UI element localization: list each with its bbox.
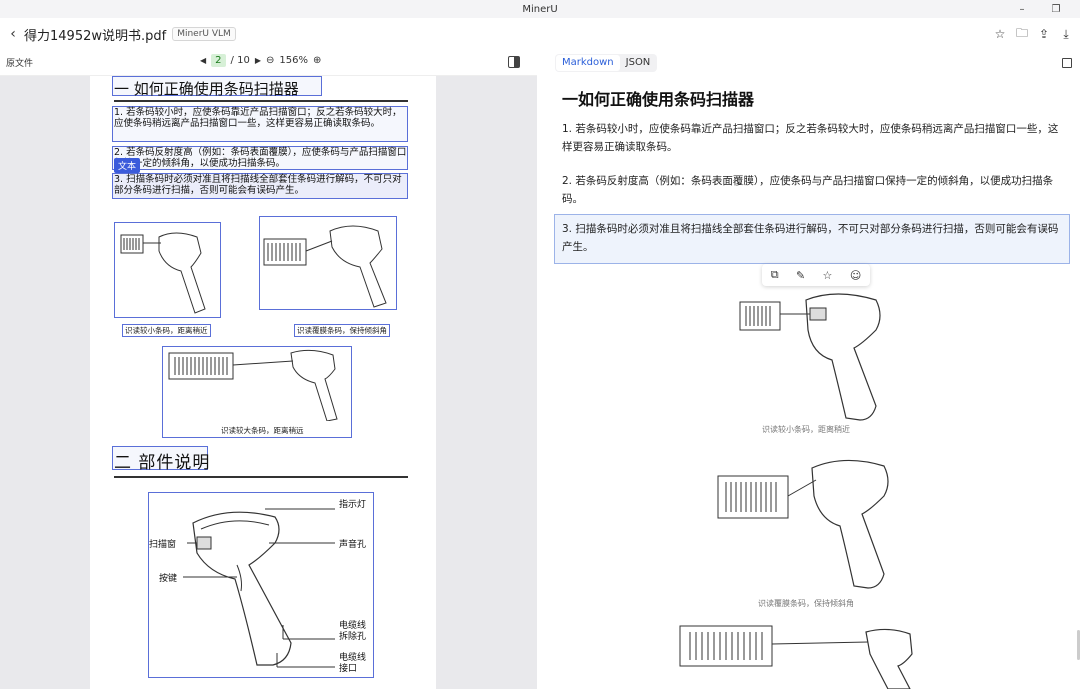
- restore-button[interactable]: ❐: [1051, 3, 1061, 15]
- split-view-icon[interactable]: [508, 56, 520, 68]
- caption-1: 识读较小条码，距离稍近: [122, 324, 211, 337]
- block-toolbar: ⧉ ✎ ☆ ☺: [762, 264, 870, 286]
- share-icon[interactable]: ⇪: [1038, 27, 1050, 41]
- part-cable-hole-label: 电缆线 拆除孔: [339, 621, 367, 642]
- part-key-label: 按键: [159, 574, 178, 584]
- pdf-viewer[interactable]: 一 如何正确使用条码扫描器 1. 若条码较小时，应使条码靠近产品扫描窗口；反之若…: [0, 76, 537, 689]
- pdf-para-2: 2. 若条码反射度高（例如：条码表面覆膜），应使条码与产品扫描窗口保持一定的倾斜…: [114, 147, 407, 169]
- heading-bbox[interactable]: [112, 76, 322, 96]
- md-scanner-image-2: [717, 459, 889, 589]
- scanner-illustration: [263, 225, 387, 308]
- part-sound-label: 声音孔: [339, 540, 367, 550]
- caption-3: 识读较大条码，距离稍远: [221, 426, 304, 435]
- folder-icon[interactable]: 🗀: [1015, 25, 1028, 40]
- total-pages: / 10: [230, 55, 250, 66]
- md-caption-2: 识读覆膜条码，保持倾斜角: [758, 599, 854, 608]
- heading2-rule: [114, 476, 408, 478]
- part-indicator-label: 指示灯: [339, 500, 367, 510]
- current-page-input[interactable]: 2: [211, 54, 226, 67]
- header-actions: ☆ 🗀 ⇪ ⤓: [992, 18, 1074, 50]
- pdf-para-1: 1. 若条码较小时，应使条码靠近产品扫描窗口；反之若条码较大时，应使条码稍远离产…: [114, 107, 402, 129]
- scanner-image-3[interactable]: 识读较大条码，距离稍远: [162, 346, 352, 438]
- zoom-out-icon[interactable]: ⊖: [265, 55, 275, 66]
- parts-diagram[interactable]: 指示灯 扫描窗 声音孔 按键 电缆线 拆除孔 电缆线 接口: [148, 492, 374, 678]
- pdf-para-3: 3. 扫描条码时必须对准且将扫描线全部套住条码进行解码，不可只对部分条码进行扫描…: [114, 174, 402, 196]
- heading2-bbox[interactable]: [112, 446, 208, 470]
- tab-json[interactable]: JSON: [625, 57, 651, 68]
- window-titlebar: MinerU – ❐: [0, 0, 1080, 18]
- md-heading: 一如何正确使用条码扫描器: [562, 90, 755, 109]
- text-type-tag: 文本: [114, 158, 141, 173]
- markdown-pane[interactable]: Markdown JSON 一如何正确使用条码扫描器 1. 若条码较小时，应使条…: [540, 50, 1080, 689]
- scanner-illustration: [120, 232, 206, 314]
- scanner-parts-illustration: [183, 508, 335, 668]
- edit-icon[interactable]: ✎: [795, 268, 806, 282]
- favorite-icon[interactable]: ☆: [822, 268, 833, 282]
- para2-bbox[interactable]: [112, 146, 408, 170]
- tab-markdown[interactable]: Markdown: [556, 55, 620, 71]
- heading-rule: [114, 100, 408, 102]
- md-para-3: 3. 扫描条码时必须对准且将扫描线全部套住条码进行解码，不可只对部分条码进行扫描…: [562, 223, 1059, 253]
- prev-page-icon[interactable]: ◀: [200, 56, 207, 65]
- part-cable-port-label: 电缆线 接口: [339, 653, 367, 674]
- md-caption-1: 识读较小条码，距离稍近: [762, 425, 850, 434]
- md-para-2: 2. 若条码反射度高（例如：条码表面覆膜），应使条码与产品扫描窗口保持一定的倾斜…: [562, 175, 1054, 205]
- caption-2: 识读覆膜条码，保持倾斜角: [294, 324, 390, 337]
- pdf-heading-2: 二 部件说明: [114, 453, 211, 473]
- pdf-toolbar: 原文件 ◀ 2 / 10 ▶ ⊖ 156% ⊕: [0, 50, 537, 76]
- md-scrollbar[interactable]: [1077, 630, 1080, 660]
- part-window-label: 扫描窗: [149, 540, 177, 550]
- scanner-image-2[interactable]: [259, 216, 397, 310]
- zoom-level: 156%: [279, 55, 308, 66]
- emoji-icon[interactable]: ☺: [849, 268, 862, 282]
- para3-bbox[interactable]: [112, 173, 408, 199]
- file-name: 得力14952w说明书.pdf: [24, 28, 167, 44]
- back-button[interactable]: ‹: [10, 26, 16, 42]
- pdf-page: 一 如何正确使用条码扫描器 1. 若条码较小时，应使条码靠近产品扫描窗口；反之若…: [90, 76, 436, 689]
- scanner-illustration: [168, 349, 338, 422]
- minimize-button[interactable]: –: [1019, 3, 1025, 15]
- zoom-in-icon[interactable]: ⊕: [312, 55, 322, 66]
- model-badge: MinerU VLM: [172, 27, 236, 41]
- md-scanner-image-3: [679, 625, 913, 689]
- md-selected-block[interactable]: [554, 214, 1070, 264]
- copy-icon[interactable]: [1062, 58, 1072, 68]
- copy-block-icon[interactable]: ⧉: [770, 268, 779, 281]
- pdf-heading: 一 如何正确使用条码扫描器: [114, 80, 299, 98]
- source-file-label: 原文件: [6, 59, 34, 69]
- star-icon[interactable]: ☆: [994, 27, 1006, 41]
- para1-bbox[interactable]: [112, 106, 408, 142]
- scanner-image-1[interactable]: [114, 222, 221, 318]
- md-scanner-image-1: [739, 293, 881, 421]
- view-tabs: Markdown JSON: [555, 54, 658, 72]
- next-page-icon[interactable]: ▶: [254, 56, 261, 65]
- download-icon[interactable]: ⤓: [1063, 26, 1069, 41]
- window-title: MinerU: [522, 3, 558, 15]
- document-header: ‹ 得力14952w说明书.pdf MinerU VLM ☆ 🗀 ⇪ ⤓: [0, 18, 1080, 50]
- pager: ◀ 2 / 10 ▶ ⊖ 156% ⊕: [200, 54, 321, 67]
- md-para-1: 1. 若条码较小时，应使条码靠近产品扫描窗口；反之若条码较大时，应使条码稍远离产…: [562, 123, 1059, 153]
